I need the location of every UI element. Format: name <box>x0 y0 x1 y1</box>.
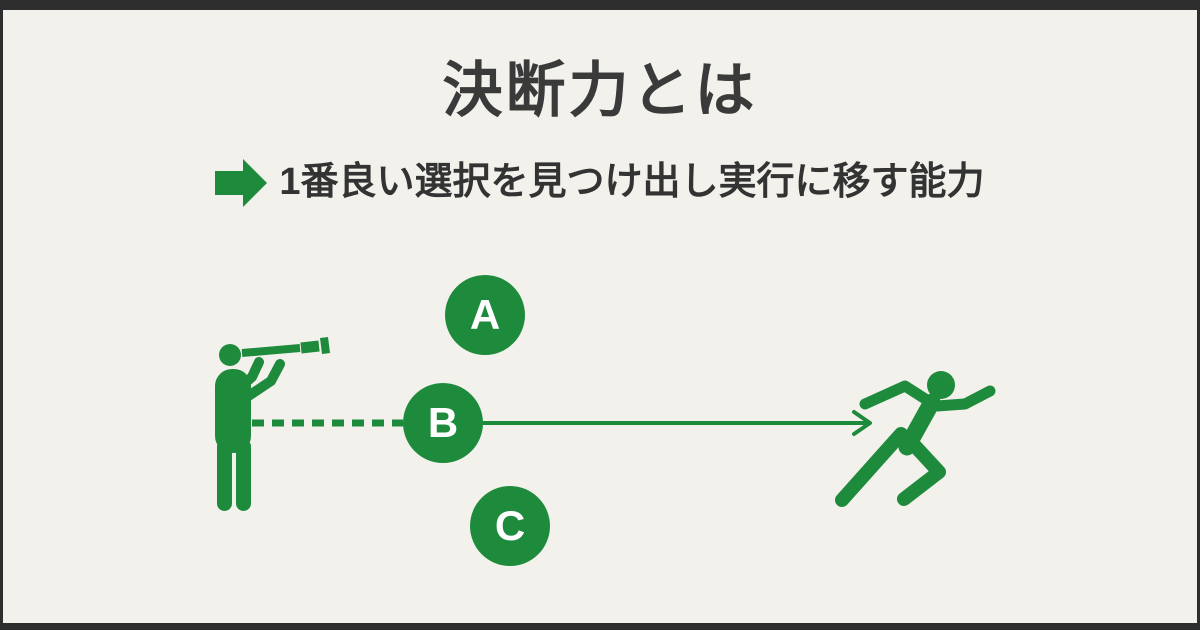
definition-text: 1番良い選択を見つけ出し実行に移す能力 <box>279 161 985 204</box>
choice-circle-b: B <box>403 383 483 463</box>
definition-row: 1番良い選択を見つけ出し実行に移す能力 <box>0 158 1200 208</box>
choice-circle-a: A <box>445 275 525 355</box>
action-arrow-head <box>852 410 872 436</box>
page-title: 決断力とは <box>442 57 758 124</box>
running-person-icon <box>835 371 996 507</box>
choice-label: B <box>427 399 459 446</box>
choice-label: A <box>469 291 501 338</box>
right-arrow-icon <box>215 159 268 207</box>
telescope-person-icon <box>215 337 330 511</box>
choice-label: C <box>494 502 526 549</box>
choice-circle-c: C <box>470 486 550 566</box>
